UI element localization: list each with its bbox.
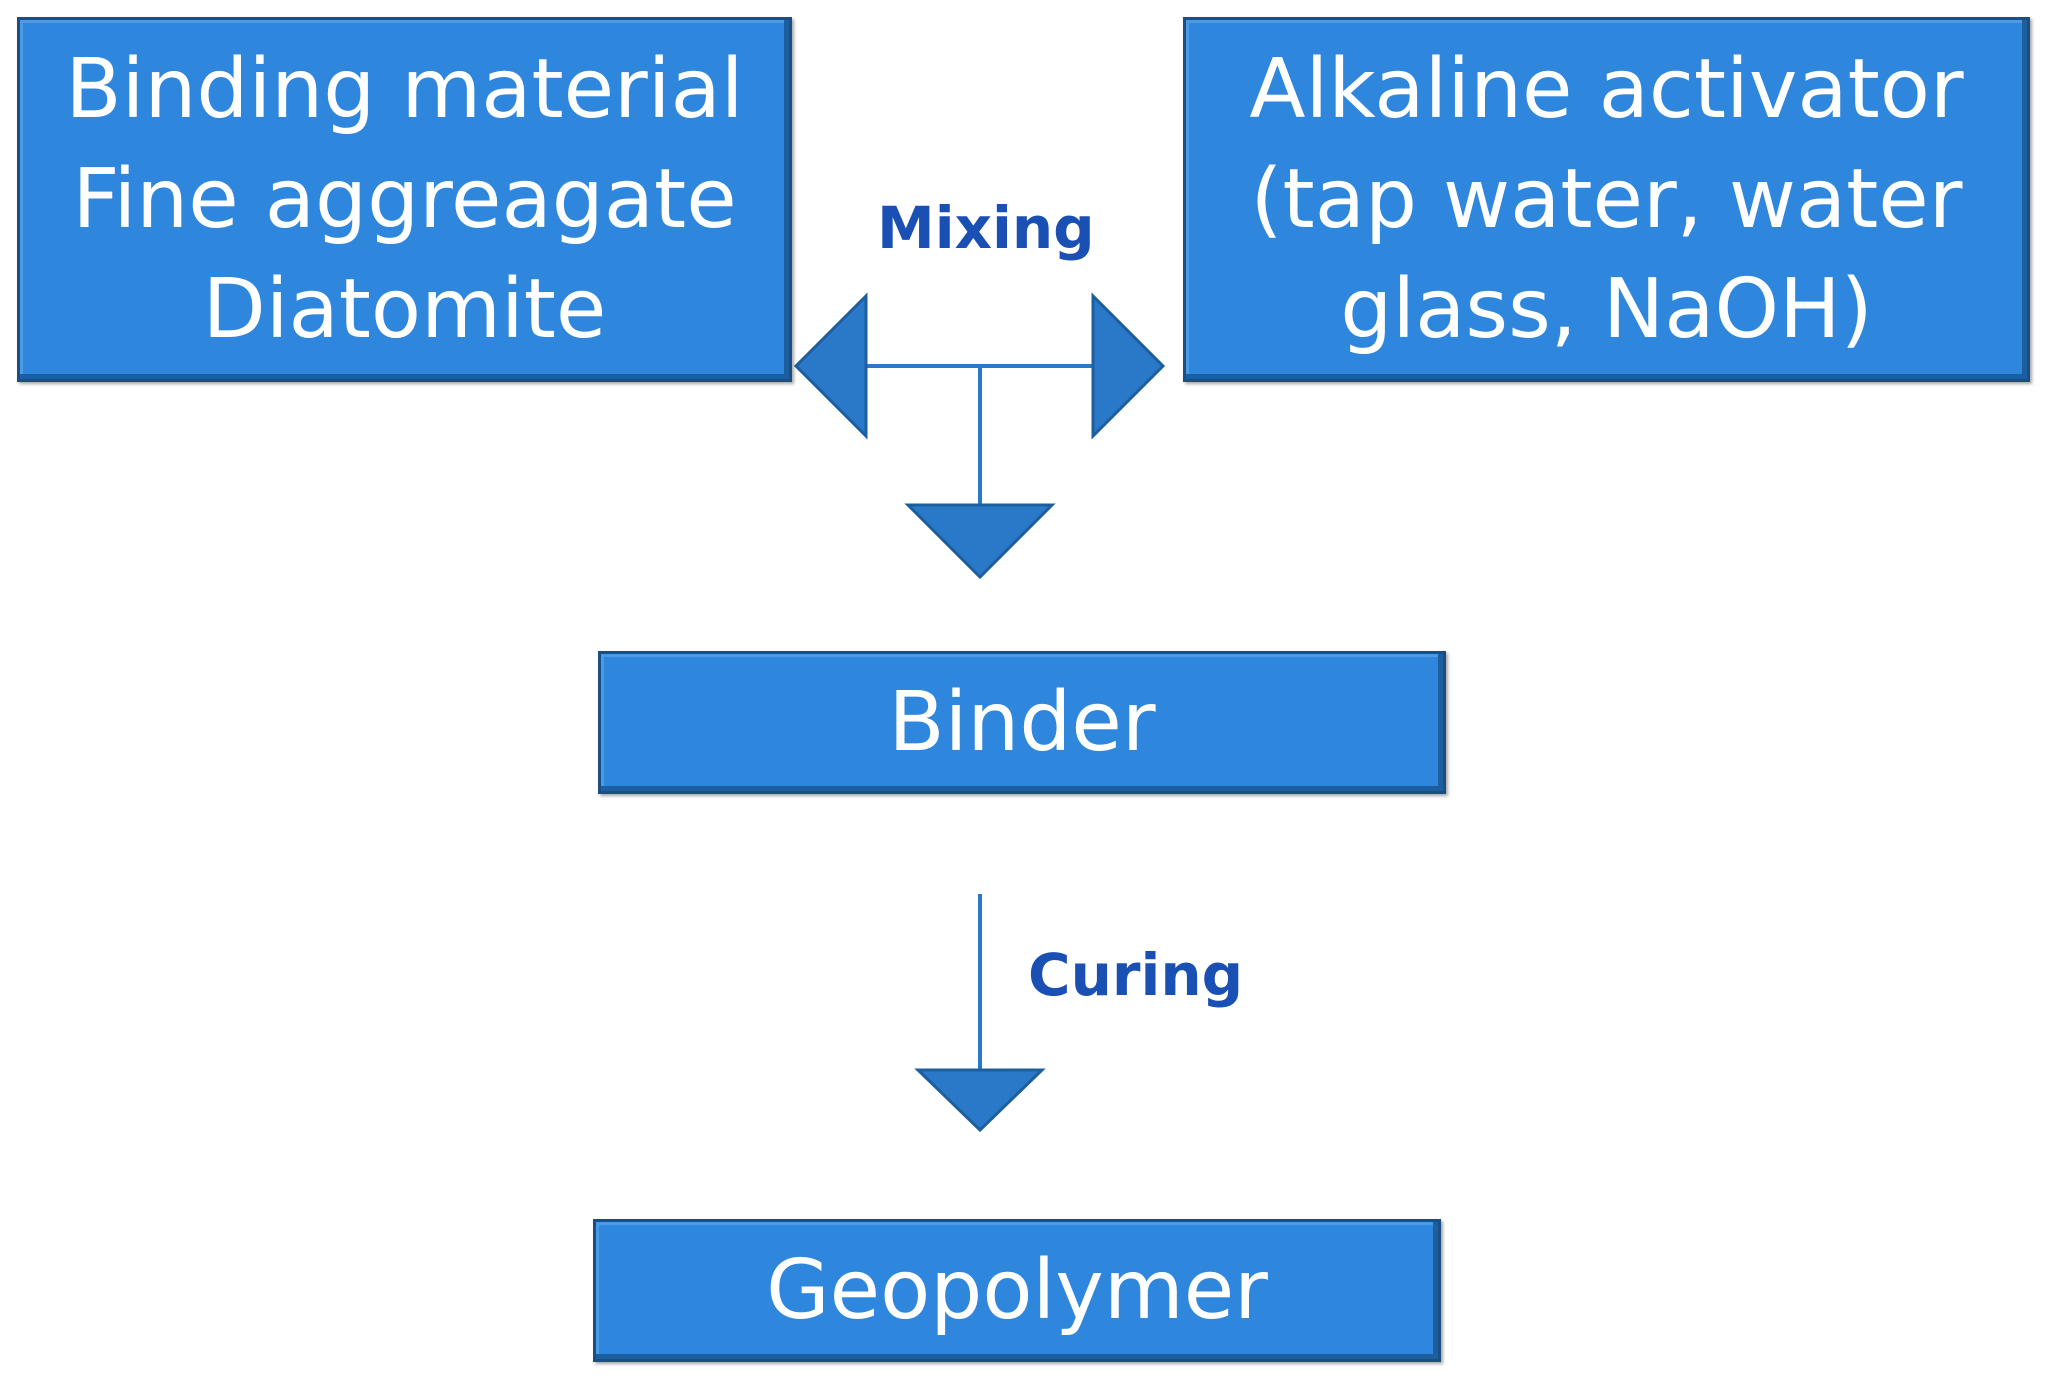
geopolymer-box: Geopolymer	[593, 1219, 1441, 1362]
curing-arrow	[914, 894, 1046, 1133]
input-materials-box: Binding material Fine aggreagate Diatomi…	[17, 17, 792, 382]
arrowhead-down-curing	[914, 1068, 1046, 1133]
alkaline-activator-box: Alkaline activator (tap water, water gla…	[1183, 17, 2030, 382]
geopolymer-label: Geopolymer	[766, 1242, 1268, 1338]
activator-line-2: (tap water, water	[1250, 151, 1963, 247]
binder-label: Binder	[888, 674, 1156, 770]
mixing-label: Mixing	[877, 194, 1095, 262]
input-line-2: Fine aggreagate	[72, 151, 737, 247]
arrowhead-down-mixing	[904, 503, 1056, 580]
arrowhead-left	[793, 292, 868, 440]
input-line-3: Diatomite	[202, 261, 607, 357]
curing-label: Curing	[1028, 941, 1244, 1009]
input-line-1: Binding material	[65, 41, 744, 137]
activator-line-1: Alkaline activator	[1249, 41, 1964, 137]
mixing-arrow	[793, 292, 1166, 580]
activator-line-3: glass, NaOH)	[1340, 261, 1873, 357]
binder-box: Binder	[598, 651, 1446, 794]
arrowhead-right	[1091, 292, 1166, 440]
